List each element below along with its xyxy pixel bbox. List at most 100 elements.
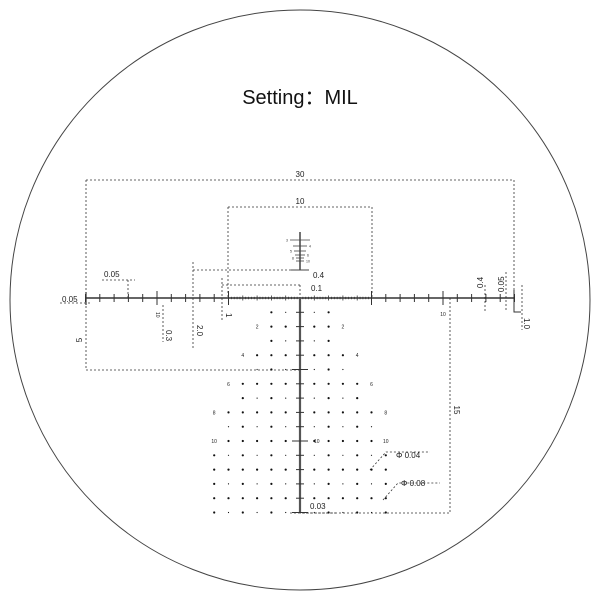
dot-large [327, 511, 330, 514]
ladder-label: 10 [306, 260, 310, 264]
dot-small [256, 368, 258, 371]
dot-large [327, 468, 330, 471]
label-15: 15 [452, 406, 461, 415]
dim-0-4 [192, 262, 300, 350]
dot-large [227, 468, 230, 471]
dot-small [256, 454, 258, 456]
reticle-lines [85, 290, 521, 513]
dimension-lines [60, 179, 523, 514]
dot-large [213, 482, 216, 485]
label-0-03: 0.03 [310, 502, 326, 511]
dot-small [285, 483, 287, 485]
scale-label-vertical-10: 10 [314, 439, 320, 445]
row-label: 6 [227, 382, 230, 388]
ladder-label: 5 [290, 250, 292, 254]
dot-large [284, 382, 287, 385]
dot-large [256, 497, 259, 500]
row-label: 4 [356, 353, 359, 359]
label-2-0: 2.0 [195, 325, 204, 337]
dot-large [384, 497, 387, 500]
dot-large [270, 454, 273, 457]
dot-large [327, 411, 330, 414]
dim-5 [85, 298, 300, 371]
dot-large [356, 425, 359, 428]
dot-large [270, 511, 273, 514]
dot-small [370, 511, 373, 514]
dot-large [213, 497, 216, 500]
dot-large [270, 497, 273, 500]
dot-large [256, 439, 259, 443]
dim-10 [227, 206, 373, 298]
dot-large [241, 425, 244, 428]
dot-large [227, 411, 230, 414]
scale-label-right-10: 10 [440, 312, 446, 318]
dot-large [370, 497, 373, 500]
dot-large [356, 439, 359, 443]
label-center-tick: 1 [224, 313, 233, 318]
dot-large [270, 339, 273, 342]
scope-circle [9, 9, 591, 591]
dot-small [256, 426, 258, 428]
dot-large [241, 497, 244, 500]
row-label: 10 [383, 439, 389, 445]
dot-large [284, 354, 287, 357]
dot-large [327, 397, 330, 400]
dot-small [285, 311, 287, 313]
dot-large [241, 468, 244, 471]
dot-small [285, 511, 287, 514]
dot-small [313, 397, 315, 399]
dot-large [341, 411, 344, 414]
dot-large [270, 325, 273, 328]
dot-large [241, 411, 244, 414]
dot-large [327, 325, 330, 328]
dot-large [327, 368, 330, 371]
label-left-end: 0.05 [62, 295, 78, 304]
dot-large [241, 511, 244, 514]
dot-large [270, 468, 273, 471]
label-right-0-4: 0.4 [476, 276, 485, 288]
dot-large [284, 411, 287, 414]
dot-large [327, 311, 330, 314]
dot-large [256, 411, 259, 414]
dot-large [313, 468, 316, 471]
dot-large [313, 411, 316, 414]
dot-large [241, 454, 244, 457]
dot-large [241, 382, 244, 385]
dot-small [285, 368, 287, 371]
row-label: 2 [256, 325, 259, 331]
scale-label-left-10: 10 [154, 312, 160, 318]
dot-large [313, 354, 316, 357]
dot-small [370, 483, 373, 485]
dot-large [313, 439, 316, 443]
dot-small [342, 454, 344, 456]
label-0-1: 0.1 [311, 284, 323, 293]
dot-large [356, 397, 359, 400]
dot-small [227, 483, 230, 485]
dot-small [313, 511, 315, 514]
dot-large [256, 382, 259, 385]
row-label: 6 [370, 382, 373, 388]
dot-small [285, 454, 287, 456]
dot-large [270, 482, 273, 485]
dot-small [313, 311, 315, 313]
dot-large [313, 382, 316, 385]
label-dot-large: Φ 0.08 [401, 479, 426, 488]
dot-large [327, 382, 330, 385]
dot-large [270, 382, 273, 385]
dot-large [284, 468, 287, 471]
dot-large [213, 511, 216, 514]
dot-large [227, 439, 230, 443]
dot-small [313, 426, 315, 428]
dot-large [270, 354, 273, 357]
dot-large [356, 454, 359, 457]
dot-small [342, 511, 344, 514]
dot-large [327, 439, 330, 443]
dot-large [241, 482, 244, 485]
label-tick-width: 0.05 [104, 270, 120, 279]
dot-large [327, 425, 330, 428]
dot-large [213, 468, 216, 471]
label-0-3: 0.3 [164, 330, 173, 342]
right-end-bracket [513, 290, 521, 313]
